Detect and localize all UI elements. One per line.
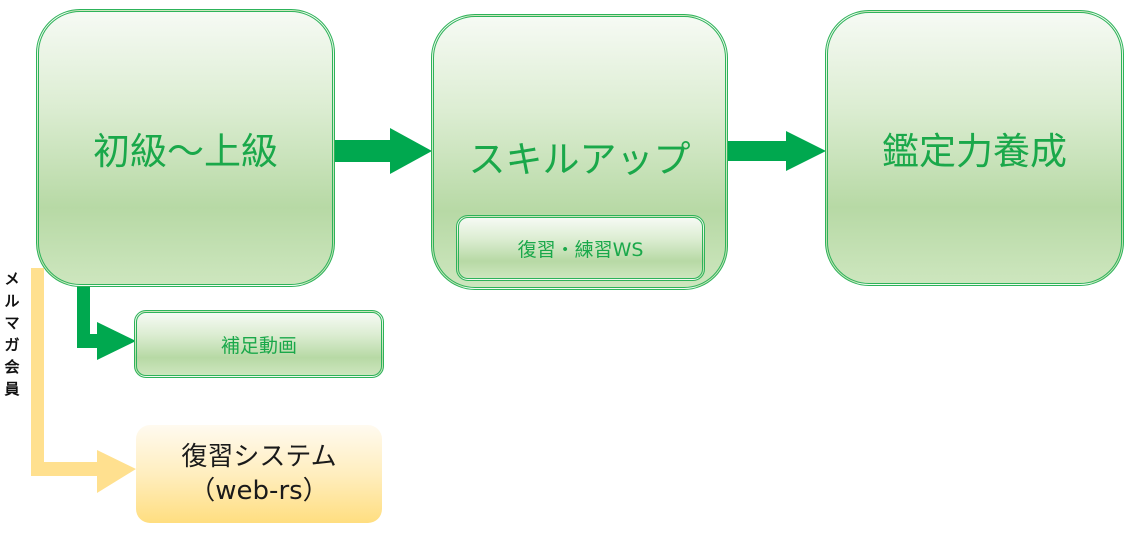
- side-label-char: 会: [4, 358, 20, 376]
- node-supplementary-video: 補足動画: [134, 310, 384, 378]
- node-review-system: 復習システム （web-rs）: [136, 425, 382, 523]
- node-review-practice-ws: 復習・練習WS: [456, 215, 705, 281]
- newsletter-member-label: メ ル マ ガ 会 員: [4, 268, 20, 400]
- node-appraisal-skill: 鑑定力養成: [825, 10, 1124, 286]
- node-skill-up-label: スキルアップ: [468, 138, 691, 181]
- side-label-char: ガ: [4, 336, 20, 354]
- node-beginner-advanced-label: 初級〜上級: [93, 130, 278, 173]
- side-label-char: 員: [4, 380, 20, 398]
- node-beginner-advanced: 初級〜上級: [36, 9, 335, 287]
- side-label-char: マ: [4, 314, 20, 332]
- arrow-member-to-review-system: [31, 268, 136, 493]
- node-appraisal-skill-label: 鑑定力養成: [882, 130, 1067, 173]
- side-label-char: メ: [4, 270, 20, 288]
- arrow-beginner-to-skillup: [333, 128, 432, 174]
- arrow-skillup-to-appraisal: [726, 131, 826, 171]
- node-review-system-line2: （web-rs）: [189, 476, 329, 506]
- node-review-system-line1: 復習システム: [181, 442, 337, 472]
- node-supplementary-video-label: 補足動画: [220, 334, 297, 357]
- side-label-char: ル: [4, 292, 20, 310]
- arrow-beginner-to-video: [77, 285, 136, 360]
- node-review-practice-ws-label: 復習・練習WS: [517, 238, 644, 261]
